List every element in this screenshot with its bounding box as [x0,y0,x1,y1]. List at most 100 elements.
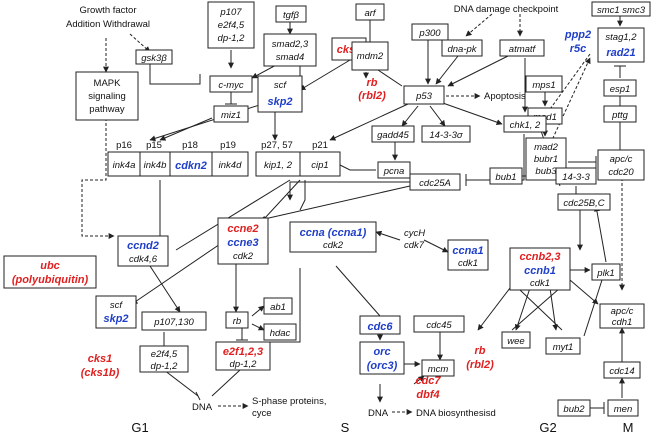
smc-box [591,1,651,17]
bub1-label: bub1 [495,172,516,183]
cdkn2-label: cdkn2 [175,160,207,172]
arf-label: arf [364,8,376,19]
mdm2-box [351,41,389,71]
gsk3b-label: gsk3β [141,53,167,64]
wee-label: wee [507,336,524,347]
tgfb-box [275,5,307,23]
tgfb-label: tgfβ [283,10,300,21]
cdk2b-label: cdk2 [323,240,344,251]
cdc45-label: cdc45 [426,320,452,331]
orc-box [359,341,405,375]
cdc6-box [359,315,401,335]
cdk2-label: cdk2 [233,251,254,262]
cdc25bc-label: cdc25B,C [563,198,604,209]
pttg-box [603,105,637,123]
ccne2-label: ccne2 [227,223,258,235]
apcc2-label: apc/c [611,306,634,317]
phase-s: S [341,420,350,435]
p300-label: p300 [418,28,441,39]
pttg-label: pttg [611,110,629,121]
skp2-label: skp2 [267,96,292,108]
cdc45-box [413,315,465,333]
smad-box [263,33,317,67]
sigma-label: 14-3-3σ [429,130,463,141]
mcm-label: mcm [428,364,449,375]
mcm-box [421,359,455,377]
ppp2-label: ppp2 [564,29,591,41]
cdc6-label: cdc6 [367,321,393,333]
smad4-label: smad4 [276,52,305,63]
cdc7-label: cdc7 [415,375,441,387]
orc3-label: (orc3) [367,360,398,372]
cip1-label: cip1 [311,160,328,171]
p2757-label: p27, 57 [261,140,293,151]
phase-g2: G2 [539,420,556,435]
p107130-box [141,311,207,331]
cmyc-box [209,75,253,93]
p107-label: p107 [219,7,242,18]
miz1-box [213,105,249,123]
ccnd2-box [117,235,169,267]
rb-top-label: rb [367,77,378,89]
scf-label: scf [274,80,288,91]
mapk-label: MAPK [94,78,122,89]
dp12b-label: dp-1,2 [151,361,179,372]
cdc14-box [603,361,641,379]
s1433-box [555,167,597,185]
apcc-label: apc/c [610,154,633,165]
smc-label: smc1 smc3 [597,5,646,16]
ccna1-label: ccna1 [452,245,483,257]
pcna-label: pcna [383,166,405,177]
cdc25a-box [409,173,461,191]
r5c-label: r5c [570,43,587,55]
ink4a-label: ink4a [113,160,136,171]
polyubiquitin-label: (polyubiquitin) [12,274,89,286]
esp1-label: esp1 [610,84,631,95]
bubr1-label: bubr1 [534,154,558,165]
men-label: men [614,404,632,415]
bub2-label: bub2 [563,404,585,415]
cks1b-label: cks1 [88,353,112,365]
cks1b-paren-label: (cks1b) [81,367,120,379]
bub1-box [489,167,523,185]
bub2-box [557,399,591,417]
ink4-box [107,151,249,177]
hdac-label: hdac [270,328,291,339]
ink4b-label: ink4b [144,160,167,171]
apcc-cdh1-box [599,303,645,329]
mdm2-label: mdm2 [357,51,384,62]
p107130-label: p107,130 [153,317,194,328]
addition-withdrawal-label: Addition Withdrawal [66,19,150,30]
rbl2-top-label: (rbl2) [358,90,386,102]
stag12-label: stag1,2 [605,32,637,43]
dna-damage-label: DNA damage checkpoint [454,4,559,15]
orc-label: orc [373,346,390,358]
cmyc-label: c-myc [218,80,244,91]
p107-box [207,1,255,49]
e2f45-box [139,345,189,373]
cdc14-label: cdc14 [609,366,634,377]
pcna-box [377,161,411,179]
dna-label-2: DNA [368,408,389,419]
ccnb1-label: ccnb1 [524,265,556,277]
kip-cip-box [255,151,341,177]
p53-box [403,85,445,105]
dp12-label: dp-1,2 [218,33,246,44]
mps1-box [525,75,563,93]
ccne-box [217,217,269,265]
apcc-cdc20-box [597,149,645,181]
scf-lower-label: scf [110,300,124,311]
phase-m: M [623,420,634,435]
plk1-label: plk1 [596,268,614,279]
p15-label: p15 [146,140,162,151]
p53-label: p53 [415,91,433,102]
scf-skp2-box [257,75,303,113]
ab1-box [263,297,293,315]
rb-lower-label: rb [475,345,486,357]
cdc20-label: cdc20 [608,167,634,178]
cdc25a-label: cdc25A [419,178,451,189]
cdk46-label: cdk4,6 [129,254,158,265]
cdk1-label: cdk1 [458,258,478,269]
